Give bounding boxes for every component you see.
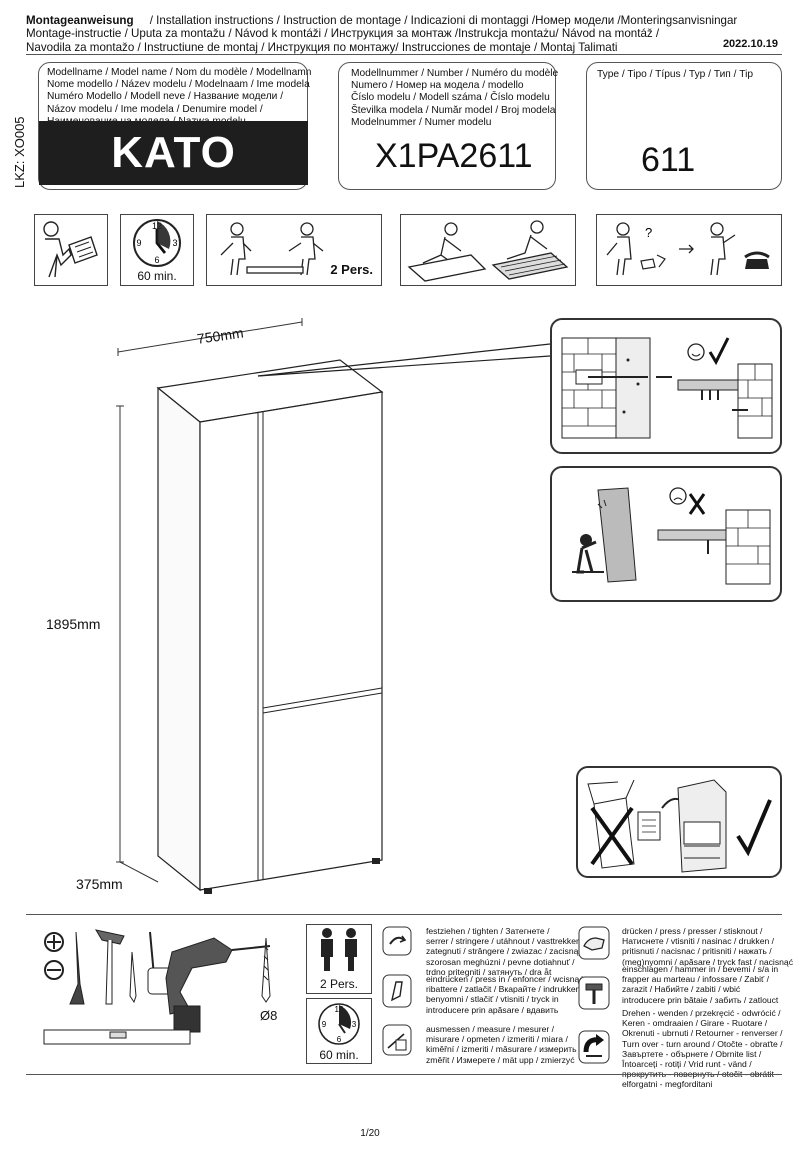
svg-text:?: ? bbox=[645, 225, 652, 240]
happy-face-icon bbox=[687, 343, 705, 361]
sad-face-icon bbox=[669, 487, 687, 505]
clock-icon: 12 3 6 9 bbox=[133, 219, 181, 267]
cabinet-drawing bbox=[116, 318, 551, 894]
cross-icon bbox=[688, 493, 706, 515]
turn-over-icon bbox=[578, 1030, 610, 1064]
header-text: Montageanweisung / Installation instruct… bbox=[26, 14, 786, 54]
lkz-label: LKZ: XO005 bbox=[12, 116, 27, 188]
model-number-box: Modellnummer / Number / Numéro du modèle… bbox=[338, 62, 559, 190]
two-persons-carry-icon bbox=[220, 222, 324, 276]
tools-persons-label: 2 Pers. bbox=[319, 977, 358, 991]
floor-protection-panel bbox=[400, 214, 576, 286]
model-number-value: X1PA2611 bbox=[375, 137, 533, 175]
header-line3: Navodila za montažo / Instructiune de mo… bbox=[26, 40, 618, 54]
model-name-box: Modellname / Model name / Nom du modèle … bbox=[38, 62, 312, 190]
depth-dimension: 375mm bbox=[76, 876, 123, 892]
width-dimension-line bbox=[117, 321, 303, 353]
type-label: Type / Tipo / Típus / Typ / Тип / Tip bbox=[597, 69, 754, 80]
press-hand-icon bbox=[578, 926, 610, 960]
tools-divider-top bbox=[26, 914, 782, 915]
tipping-cabinet-detail bbox=[572, 487, 771, 585]
legend-tighten: festziehen / tighten / Затегнете / serre… bbox=[426, 926, 586, 977]
support-panel: ? bbox=[596, 214, 782, 286]
tools-persons-panel: 2 Pers. bbox=[306, 924, 372, 994]
measure-icon-wrap bbox=[382, 1024, 412, 1056]
drill-icon bbox=[165, 937, 233, 1015]
document-date: 2022.10.19 bbox=[722, 38, 778, 50]
tools-time-panel: 12 3 6 9 60 min. bbox=[306, 998, 372, 1064]
time-label: 60 min. bbox=[137, 269, 177, 283]
cabinet-front bbox=[199, 391, 383, 891]
screwdriver-icon bbox=[69, 931, 85, 1005]
check-icon bbox=[736, 799, 772, 857]
cross-icon bbox=[590, 806, 634, 866]
height-dimension: 1895mm bbox=[46, 616, 101, 632]
time-panel: 12 3 6 9 60 min. bbox=[120, 214, 194, 286]
page-number: 1/20 bbox=[360, 1128, 380, 1139]
header-line1: / Installation instructions / Instructio… bbox=[149, 14, 738, 27]
cabinet-side bbox=[157, 386, 201, 892]
two-persons-icon bbox=[321, 928, 357, 971]
turn-over-icon-wrap bbox=[578, 1030, 610, 1064]
person-icon bbox=[580, 534, 592, 546]
door-gap-horizontal bbox=[262, 687, 383, 709]
model-name-label: Modellname / Model name / Nom du modèle … bbox=[47, 67, 312, 127]
clock-num-6: 6 bbox=[337, 1035, 342, 1044]
clock-icon: 12 3 6 9 bbox=[318, 1003, 360, 1045]
depth-dimension-line bbox=[119, 861, 159, 883]
tools-illustration bbox=[43, 929, 271, 1045]
tighten-icon-wrap bbox=[382, 926, 412, 956]
press-icon-wrap bbox=[578, 926, 610, 960]
legend-turn-over: Drehen - wenden / przekręcić - odwrócić … bbox=[622, 1008, 783, 1090]
tools-divider-bottom bbox=[26, 1074, 782, 1075]
drill-size-label: Ø8 bbox=[260, 1008, 278, 1023]
type-value: 611 bbox=[641, 141, 696, 179]
two-person-panel: 2 Pers. bbox=[206, 214, 382, 286]
hammer-icon bbox=[94, 929, 125, 945]
header-line2: Montage-instructie / Uputa za montažu / … bbox=[26, 27, 660, 41]
two-persons-label: 2 Pers. bbox=[330, 262, 373, 277]
clock-num-9: 9 bbox=[136, 238, 141, 248]
check-icon bbox=[708, 337, 730, 366]
header-title: Montageanweisung bbox=[26, 14, 134, 27]
keep-instructions-icon bbox=[587, 779, 772, 873]
packaging-panel bbox=[576, 766, 782, 878]
type-box: Type / Tipo / Típus / Typ / Тип / Tip 61… bbox=[586, 62, 782, 190]
hammer-in-icon bbox=[578, 976, 610, 1010]
reading-person-icon bbox=[43, 221, 98, 278]
model-number-label: Modellnummer / Number / Numéro du modèle… bbox=[351, 68, 559, 128]
clock-num-6: 6 bbox=[154, 255, 159, 265]
tighten-icon bbox=[382, 926, 412, 956]
assembly-on-floor-icon bbox=[407, 220, 569, 282]
press-in-icon bbox=[382, 974, 412, 1008]
tipping-warning-panel bbox=[550, 466, 782, 602]
call-support-icon: ? bbox=[606, 222, 770, 276]
legend-hammer-in: einschlagen / hammer in / bevemi / s/a i… bbox=[622, 964, 779, 1005]
legend-measure: ausmessen / measure / mesurer / misurare… bbox=[426, 1024, 577, 1065]
read-instructions-panel bbox=[34, 214, 108, 286]
clock-num-3: 3 bbox=[352, 1020, 357, 1029]
clock-num-9: 9 bbox=[322, 1020, 327, 1029]
model-name-value: KATO bbox=[39, 121, 308, 185]
clock-num-3: 3 bbox=[172, 238, 177, 248]
tools-time-label: 60 min. bbox=[319, 1048, 359, 1062]
drill-bit-icon bbox=[261, 937, 271, 1003]
hammer-in-icon-wrap bbox=[578, 976, 610, 1010]
measure-icon bbox=[382, 1024, 412, 1056]
wall-fixing-correct-panel bbox=[550, 318, 782, 454]
legend-press: drücken / press / presser / stisknout / … bbox=[622, 926, 793, 967]
pencil-icon bbox=[129, 951, 137, 1004]
wall-anchor-detail bbox=[561, 337, 773, 439]
legend-press-in: eindrücken / press in / enfoncer / wcisn… bbox=[426, 974, 584, 1015]
header-divider bbox=[26, 54, 782, 55]
press-in-icon-wrap bbox=[382, 974, 412, 1008]
